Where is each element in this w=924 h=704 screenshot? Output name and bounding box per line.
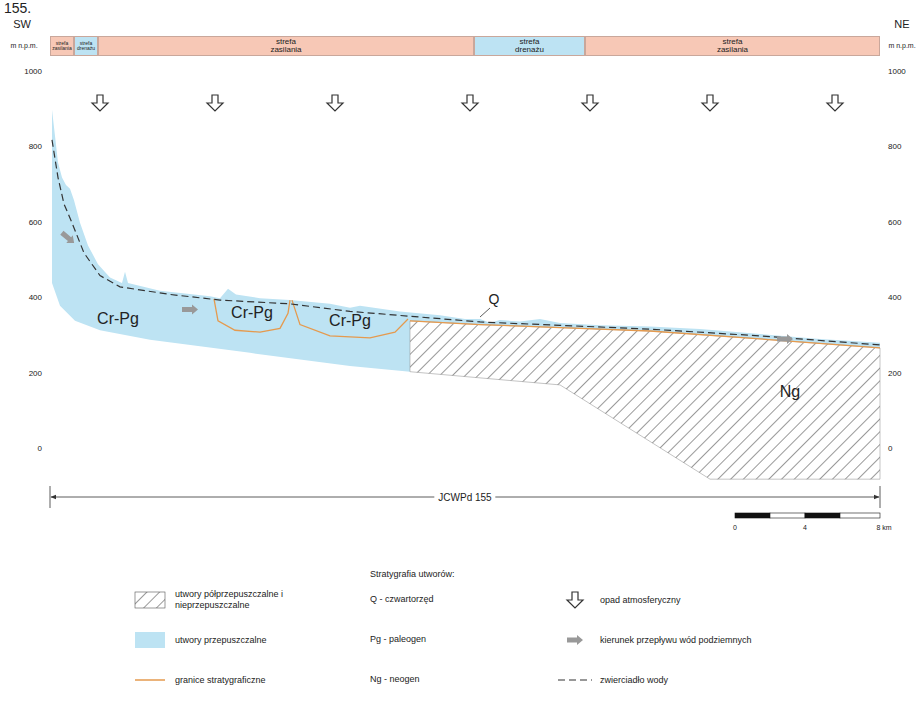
drainage-zone: strefa drenażu [74, 36, 98, 56]
legend-heading: Stratygrafia utworów: [370, 570, 455, 580]
elevation-tick: 1000 [888, 68, 906, 77]
elevation-tick: 0 [38, 445, 42, 454]
zone-label: strefa zasilania [713, 38, 753, 55]
legend-hatch-sample [135, 592, 165, 608]
leader-line [480, 308, 490, 317]
scale-bar [840, 513, 880, 518]
legend-label: granice stratygraficzne [175, 675, 266, 686]
zone-label: strefa drenażu [510, 38, 550, 55]
elevation-tick: 400 [888, 294, 901, 303]
scale-number: 0 [733, 524, 737, 532]
formation-label: Cr-Pg [97, 310, 139, 328]
scale-number: 8 km [876, 524, 891, 532]
elevation-tick: 400 [29, 294, 42, 303]
drainage-zone: strefa drenażu [474, 36, 585, 56]
formation-label: Cr-Pg [231, 304, 273, 322]
recharge-zone: strefa zasilania [585, 36, 880, 56]
stratigraphy-note: Ng - neogen [370, 675, 420, 685]
extent-tick [880, 486, 881, 508]
stratigraphy-note: Q - czwartorzęd [370, 595, 434, 605]
legend-label: utwory przepuszczalne [175, 635, 267, 646]
flow-arrow [777, 334, 793, 344]
flow-arrow [59, 229, 78, 247]
formation-label: Ng [780, 384, 800, 402]
recharge-zone: strefa zasilania [50, 36, 74, 56]
elevation-tick: 200 [888, 369, 901, 378]
legend-label: zwierciadło wody [600, 675, 668, 686]
elevation-tick: 800 [29, 143, 42, 152]
elevation-tick: 200 [29, 369, 42, 378]
extent-tick [50, 486, 51, 508]
stratigraphic-boundary [292, 300, 408, 338]
legend-flow-sample [567, 635, 583, 645]
precipitation-arrow [327, 95, 343, 111]
elevation-tick: 600 [29, 218, 42, 227]
stratigraphy-note: Pg - paleogen [370, 635, 426, 645]
direction-label: NE [894, 18, 909, 30]
recharge-zone: strefa zasilania [98, 36, 474, 56]
legend-swatch [135, 632, 165, 648]
zone-label: strefa zasilania [51, 41, 73, 52]
precipitation-arrow [827, 95, 843, 111]
zone-label: strefa zasilania [266, 38, 306, 55]
formation-label: Q [489, 292, 500, 307]
legend-label: utwory półprzepuszczalne i nieprzepuszcz… [175, 589, 325, 611]
unit-label: m n.p.m. [888, 42, 915, 50]
water-table [52, 140, 880, 345]
legend-boundary-sample [135, 679, 165, 681]
formation-label: Cr-Pg [329, 312, 371, 330]
elevation-tick: 0 [888, 445, 892, 454]
legend-label: kierunek przepływu wód podziemnych [600, 635, 752, 646]
extent-label: JCWPd 155 [434, 492, 495, 503]
elevation-tick: 1000 [24, 68, 42, 77]
unit-label: m n.p.m. [10, 42, 37, 50]
direction-label: SW [13, 18, 31, 30]
elevation-tick: 600 [888, 218, 901, 227]
elevation-tick: 800 [888, 143, 901, 152]
legend-label: opad atmosferyczny [600, 595, 681, 606]
legend-water-table-sample [558, 679, 592, 680]
precipitation-arrow [92, 95, 108, 111]
precipitation-arrow [702, 95, 718, 111]
scale-bar [735, 513, 770, 518]
precipitation-arrow [462, 95, 478, 111]
stratigraphic-boundary [410, 321, 880, 348]
precipitation-arrow [582, 95, 598, 111]
precipitation-arrow [207, 95, 223, 111]
stratigraphic-boundary [214, 299, 290, 332]
zone-label: strefa drenażu [75, 41, 97, 52]
scale-bar [770, 513, 805, 518]
scale-number: 4 [803, 524, 807, 532]
scale-bar [805, 513, 840, 518]
legend-precipitation-sample [567, 592, 583, 608]
figure-number: 155. [4, 1, 31, 16]
impermeable-layer [410, 321, 880, 479]
flow-arrow [182, 305, 198, 315]
